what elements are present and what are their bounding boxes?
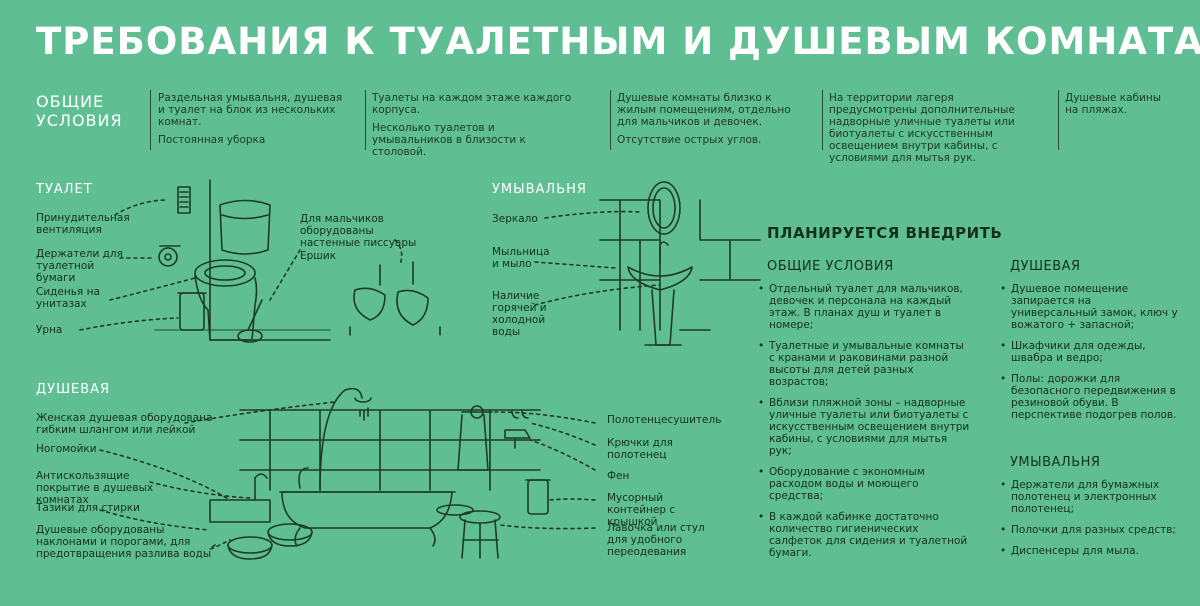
plan-wash-list: Держатели для бумажных полотенец и элект… bbox=[998, 479, 1178, 566]
label-bin: Урна bbox=[36, 324, 63, 336]
general-text: Несколько туалетов и умывальников в близ… bbox=[372, 122, 526, 158]
list-item: В каждой кабинке достаточно количество г… bbox=[756, 511, 971, 559]
toilet-illustration bbox=[154, 179, 441, 343]
divider bbox=[365, 90, 366, 150]
label-shower-hose: Женская душевая оборудована гибким шланг… bbox=[36, 412, 213, 436]
label-antislip: Антискользящие покрытие в душевых комнат… bbox=[36, 470, 154, 506]
general-text: Раздельная умывальня, душевая и туалет н… bbox=[158, 92, 343, 128]
plan-shower-list: Душевое помещение запирается на универса… bbox=[998, 283, 1178, 430]
general-text: Душевые комнаты близко к жилым помещения… bbox=[617, 92, 791, 128]
plan-title: ПЛАНИРУЕТСЯ ВНЕДРИТЬ bbox=[767, 224, 1003, 242]
general-column-3: Душевые комнаты близко к жилым помещения… bbox=[617, 92, 802, 152]
shower-arrows bbox=[99, 401, 596, 550]
list-item: Отдельный туалет для мальчиков, девочек … bbox=[756, 283, 971, 331]
divider bbox=[610, 90, 611, 150]
list-item: Оборудование с экономным расходом воды и… bbox=[756, 466, 971, 502]
general-label-line1: ОБЩИЕ bbox=[36, 92, 105, 111]
general-column-2: Туалеты на каждом этаже каждого корпуса.… bbox=[372, 92, 572, 164]
shower-illustration bbox=[209, 387, 551, 560]
divider bbox=[822, 90, 823, 150]
label-bench: Лавочка или стул для удобного переодеван… bbox=[607, 522, 705, 558]
general-text: Отсутствие острых углов. bbox=[617, 134, 762, 146]
list-item: Полы: дорожки для безопасного передвижен… bbox=[998, 373, 1178, 421]
page-title: ТРЕБОВАНИЯ К ТУАЛЕТНЫМ И ДУШЕВЫМ КОМНАТА… bbox=[36, 20, 1200, 63]
label-hooks: Крючки для полотенец bbox=[607, 437, 673, 461]
label-mirror: Зеркало bbox=[492, 213, 538, 225]
label-foot-wash: Ногомойки bbox=[36, 443, 97, 455]
label-soap: Мыльница и мыло bbox=[492, 246, 550, 270]
label-ventilation: Принудительная вентиляция bbox=[36, 212, 130, 236]
list-item: Вблизи пляжной зоны – надворные уличные … bbox=[756, 397, 971, 457]
label-urinals: Для мальчиков оборудованы настенные писс… bbox=[300, 213, 417, 249]
general-text: Постоянная уборка bbox=[158, 134, 266, 146]
plan-shower-heading: ДУШЕВАЯ bbox=[1010, 259, 1081, 274]
list-item: Туалетные и умывальные комнаты с кранами… bbox=[756, 340, 971, 388]
plan-general-heading: ОБЩИЕ УСЛОВИЯ bbox=[767, 259, 894, 274]
label-water: Наличие горячей и холодной воды bbox=[492, 290, 547, 338]
label-seats: Сиденья на унитазах bbox=[36, 286, 100, 310]
general-text: Туалеты на каждом этаже каждого корпуса. bbox=[372, 92, 572, 116]
label-paper-holders: Держатели для туалетной бумаги bbox=[36, 248, 123, 284]
washroom-heading: УМЫВАЛЬНЯ bbox=[492, 182, 587, 197]
list-item: Диспенсеры для мыла. bbox=[998, 545, 1178, 557]
divider bbox=[1058, 90, 1059, 150]
general-column-4: На территории лагеря предусмотрены допол… bbox=[829, 92, 1039, 170]
general-label: ОБЩИЕ УСЛОВИЯ bbox=[36, 92, 123, 130]
list-item: Шкафчики для одежды, швабра и ведро; bbox=[998, 340, 1178, 364]
general-label-line2: УСЛОВИЯ bbox=[36, 111, 123, 130]
plan-general-list: Отдельный туалет для мальчиков, девочек … bbox=[756, 283, 971, 568]
washroom-illustration bbox=[599, 181, 761, 346]
label-dryer: Фен bbox=[607, 470, 630, 482]
general-column-5: Душевые кабины на пляжах. bbox=[1065, 92, 1175, 122]
general-text: Душевые кабины на пляжах. bbox=[1065, 92, 1161, 116]
label-thresholds: Душевые оборудованы наклонами и порогами… bbox=[36, 524, 212, 560]
divider bbox=[150, 90, 151, 150]
label-brush: Ершик bbox=[300, 250, 337, 262]
shower-heading: ДУШЕВАЯ bbox=[36, 382, 111, 397]
toilet-arrows bbox=[79, 199, 403, 331]
list-item: Держатели для бумажных полотенец и элект… bbox=[998, 479, 1178, 515]
label-towel-dryer: Полотенцесушитель bbox=[607, 414, 722, 426]
plan-wash-heading: УМЫВАЛЬНЯ bbox=[1010, 455, 1101, 470]
list-item: Полочки для разных средств; bbox=[998, 524, 1178, 536]
label-trash: Мусорный контейнер с крышкой bbox=[607, 492, 676, 528]
general-column-1: Раздельная умывальня, душевая и туалет н… bbox=[158, 92, 348, 152]
list-item: Душевое помещение запирается на универса… bbox=[998, 283, 1178, 331]
general-text: На территории лагеря предусмотрены допол… bbox=[829, 92, 1015, 164]
toilet-heading: ТУАЛЕТ bbox=[36, 182, 93, 197]
label-basins: Тазики для стирки bbox=[36, 502, 140, 514]
washroom-arrows bbox=[534, 210, 661, 306]
